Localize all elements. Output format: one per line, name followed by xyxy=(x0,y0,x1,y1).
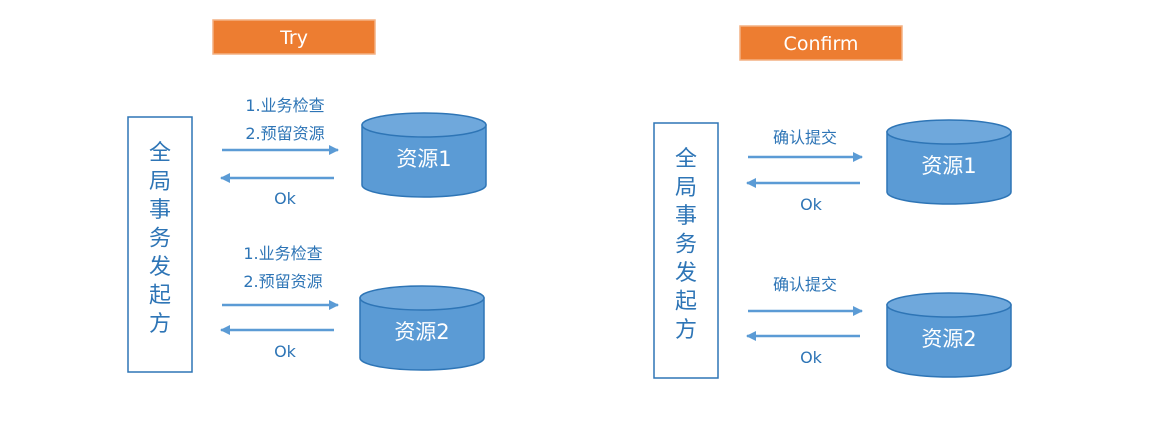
try-resource1-db: 资源1 xyxy=(361,112,487,198)
confirm-initiator-label: 全局事务发起方 xyxy=(675,147,697,343)
try-r2-request-line1: 1.业务检查 xyxy=(243,244,322,263)
confirm-resource2-messages: 确认提交 Ok xyxy=(746,275,863,367)
try-r2-db-top xyxy=(359,285,485,311)
try-initiator: 全局事务发起方 xyxy=(127,116,193,373)
try-resource1-messages: 1.业务检查 2.预留资源 Ok xyxy=(220,96,339,208)
try-r2-db-body xyxy=(359,297,485,371)
try-phase: Try 全局事务发起方 1.业务检查 2.预留资源 Ok 资源1 1.业务检查 … xyxy=(127,19,487,373)
confirm-initiator-box xyxy=(653,122,719,379)
confirm-r2-request-label: 确认提交 xyxy=(773,275,837,294)
try-r2-request-line2: 2.预留资源 xyxy=(243,272,322,291)
confirm-phase-box xyxy=(739,25,903,61)
confirm-r2-db-top xyxy=(886,292,1012,318)
try-r1-request-line2: 2.预留资源 xyxy=(245,124,324,143)
confirm-resource2-db: 资源2 xyxy=(886,292,1012,378)
confirm-r1-db-body xyxy=(886,131,1012,205)
try-r1-request-line1: 1.业务检查 xyxy=(245,96,324,115)
confirm-r2-response-label: Ok xyxy=(800,348,823,367)
confirm-phase: Confirm 全局事务发起方 确认提交 Ok 资源1 确认提交 Ok xyxy=(653,25,1012,379)
try-initiator-label: 全局事务发起方 xyxy=(149,141,171,337)
try-r1-response-label: Ok xyxy=(274,189,297,208)
try-r1-db-top xyxy=(361,112,487,138)
confirm-phase-header: Confirm xyxy=(739,25,903,61)
try-r2-db-label: 资源2 xyxy=(394,320,449,344)
try-r2-response-label: Ok xyxy=(274,342,297,361)
try-resource2-db: 资源2 xyxy=(359,285,485,371)
try-r1-db-body xyxy=(361,124,487,198)
try-phase-label: Try xyxy=(279,27,308,49)
confirm-resource1-messages: 确认提交 Ok xyxy=(746,128,863,214)
confirm-r2-db-body xyxy=(886,304,1012,378)
confirm-r2-db-label: 资源2 xyxy=(921,327,976,351)
try-phase-box xyxy=(212,19,376,55)
try-phase-header: Try xyxy=(212,19,376,55)
confirm-resource1-db: 资源1 xyxy=(886,119,1012,205)
confirm-phase-label: Confirm xyxy=(784,33,859,55)
confirm-r1-response-label: Ok xyxy=(800,195,823,214)
confirm-r1-request-label: 确认提交 xyxy=(773,128,837,147)
try-r1-db-label: 资源1 xyxy=(396,147,451,171)
try-resource2-messages: 1.业务检查 2.预留资源 Ok xyxy=(220,244,339,361)
confirm-r1-db-label: 资源1 xyxy=(921,154,976,178)
try-initiator-box xyxy=(127,116,193,373)
confirm-initiator: 全局事务发起方 xyxy=(653,122,719,379)
confirm-r1-db-top xyxy=(886,119,1012,145)
